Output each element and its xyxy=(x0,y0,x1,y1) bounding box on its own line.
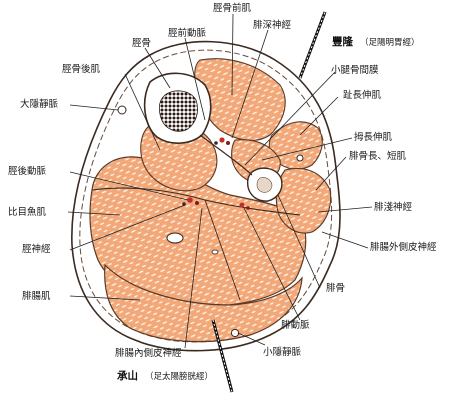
label-soleus: 比目魚肌 xyxy=(8,206,47,218)
label-fibula: 腓骨 xyxy=(326,283,345,294)
label-extensor-hallucis-longus: 拇長伸肌 xyxy=(354,131,393,143)
lead-deep-peroneal-nerve xyxy=(231,29,269,139)
lead-gastrocnemius xyxy=(69,295,141,301)
label-posterior-tibial-artery: 脛後動脈 xyxy=(8,165,47,177)
label-small-saphenous-vein: 小隱靜脈 xyxy=(263,346,302,358)
lead-anterior-tibial-artery xyxy=(184,37,206,121)
label-extensor-digitorum-longus: 趾長伸肌 xyxy=(343,89,382,101)
lead-peroneal-artery xyxy=(243,207,301,321)
lead-posterior-tibial-artery xyxy=(69,171,189,201)
anterior-tibial-vessels xyxy=(214,137,230,145)
lead-medial-sural-cutaneous-nerve xyxy=(184,207,203,349)
fenglong-needle xyxy=(298,11,327,79)
lead-extensor-digitorum-longus xyxy=(299,96,339,136)
lead-lateral-sural-cutaneous-nerve xyxy=(321,231,369,249)
lead-soleus xyxy=(67,211,121,216)
lead-superficial-peroneal-nerve xyxy=(317,206,373,213)
label-anterior-tibial-artery: 脛前動脈 xyxy=(168,27,207,39)
interosseous-membrane xyxy=(199,134,253,176)
label-medial-sural-cutaneous-nerve: 腓腸內側皮神經 xyxy=(115,347,182,359)
posterior-septum xyxy=(91,187,301,216)
lead-great-saphenous-vein xyxy=(69,104,119,111)
lead-fibula xyxy=(277,194,321,289)
label-great-saphenous-vein: 大隱靜脈 xyxy=(20,98,59,110)
lead-tibialis-posterior xyxy=(124,73,161,151)
lead-tibialis-anterior xyxy=(231,13,234,96)
soleus-vessel-lumen xyxy=(166,232,184,244)
deep-fascia-line xyxy=(204,199,241,301)
soleus-vessel-small xyxy=(211,249,219,255)
label-deep-peroneal-nerve: 腓深神經 xyxy=(253,19,292,31)
lead-tibia xyxy=(144,47,171,89)
gastrocnemius-muscle xyxy=(104,263,303,343)
peroneus-muscles xyxy=(275,167,332,234)
small-saphenous-vein xyxy=(230,328,240,338)
label-tibial-nerve: 脛神經 xyxy=(22,243,51,255)
label-peroneus-longus-brevis: 腓骨長、短肌 xyxy=(349,150,407,162)
peroneal-vessels xyxy=(239,202,250,210)
acupoint-fenglong-meridian: （足陽明胃經） xyxy=(360,37,420,48)
great-saphenous-vein xyxy=(117,105,127,115)
label-tibialis-posterior: 脛骨後肌 xyxy=(62,63,101,75)
lead-small-saphenous-vein xyxy=(237,332,266,346)
peroneus-vessel xyxy=(296,154,304,162)
lead-tibial-nerve xyxy=(69,204,186,251)
label-interosseous-membrane: 小腿骨間膜 xyxy=(331,65,379,76)
fibula-marrow xyxy=(256,177,273,193)
label-lateral-sural-cutaneous-nerve: 腓腸外側皮神經 xyxy=(370,241,437,253)
label-tibialis-anterior: 脛骨前肌 xyxy=(213,2,252,14)
label-peroneal-artery: 腓動脈 xyxy=(281,319,310,331)
label-gastrocnemius: 腓腸肌 xyxy=(22,291,51,302)
acupoint-chengshan-meridian: （足太陽膀胱經） xyxy=(145,371,213,382)
tibia-marrow xyxy=(158,90,198,132)
acupoint-chengshan-name: 承山 xyxy=(117,369,138,382)
label-tibia: 脛骨 xyxy=(132,38,151,49)
acupoint-fenglong-name: 豐隆 xyxy=(332,35,353,48)
lead-interosseous-membrane xyxy=(244,71,336,166)
label-superficial-peroneal-nerve: 腓淺神經 xyxy=(374,201,413,213)
chengshan-needle xyxy=(211,319,234,393)
lead-extensor-hallucis-longus xyxy=(261,137,353,161)
lead-peroneus xyxy=(315,156,347,191)
